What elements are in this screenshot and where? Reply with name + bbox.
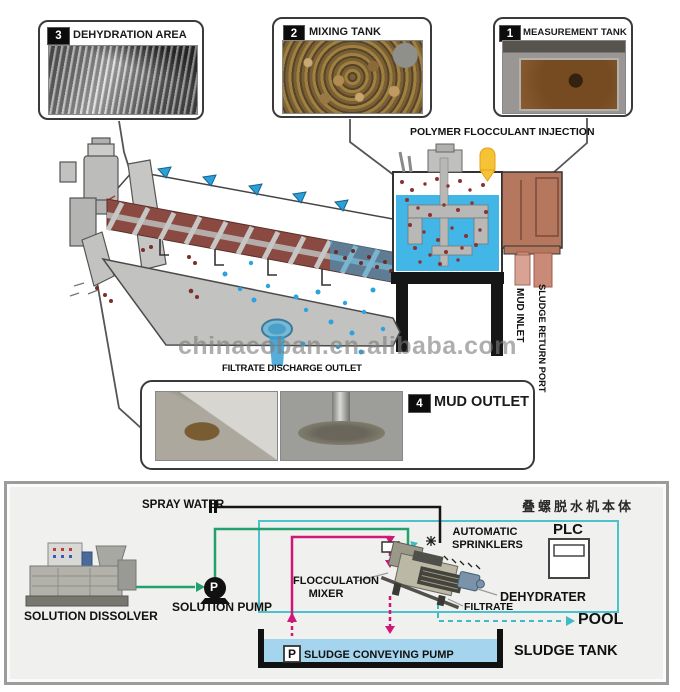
inset-card-dehydration-area: 3 DEHYDRATION AREA — [38, 20, 204, 120]
spray-water-line — [209, 500, 442, 543]
inset-badge: 3 — [47, 27, 70, 45]
inset-badge: 4 — [408, 394, 431, 413]
solution-dissolver-label: SOLUTION DISSOLVER — [24, 609, 158, 623]
mixing-tank-photo — [282, 40, 423, 114]
inset-card-mud-outlet: 4 MUD OUTLET — [140, 380, 535, 470]
machine-body-cn-label: 叠螺脱水机本体 — [522, 499, 635, 514]
inset-title: MEASUREMENT TANK — [523, 27, 627, 38]
flocculation-mixer-label: FLOCCULATION MIXER — [293, 575, 379, 600]
conveying-pump-box — [283, 645, 301, 663]
sludge-tank-label: SLUDGE TANK — [514, 643, 618, 659]
barrel-support-brackets — [159, 239, 331, 286]
mud-inlet-label: MUD INLET — [514, 288, 525, 343]
solution-pump-p: P — [210, 580, 219, 594]
measurement-tank — [501, 171, 563, 288]
dehydration-area-photo — [48, 45, 198, 115]
pool-label: POOL — [578, 611, 624, 628]
filtrate-label: FILTRATE — [464, 601, 514, 613]
measurement-tank-photo — [502, 40, 626, 114]
inset-badge: 1 — [499, 25, 521, 42]
stand-legs — [391, 272, 504, 356]
mud-inlet-pipe — [514, 254, 531, 286]
dosing-line-green — [128, 527, 410, 589]
mud-pellets — [95, 245, 199, 303]
inset-title: MUD OUTLET — [434, 394, 530, 410]
machine-boundary-box — [258, 520, 619, 613]
solution-dissolver-machine — [25, 542, 137, 607]
screw-press-barrel — [105, 198, 398, 286]
injection-arrow — [479, 147, 496, 182]
sludge-return-pipe — [533, 252, 553, 288]
inset-title: MIXING TANK — [309, 26, 381, 38]
filtrate-discharge-outlet-label: FILTRATE DISCHARGE OUTLET — [222, 363, 362, 374]
floc-particles — [400, 177, 488, 266]
inset-card-mixing-tank: 2 MIXING TANK — [272, 17, 432, 118]
sludge-tank-shape — [258, 629, 503, 668]
mud-outlet-photo-right — [280, 391, 403, 461]
mud-outlet-photo-left — [155, 391, 278, 461]
conveying-pump-p: P — [288, 647, 297, 661]
measurement-tank-liquid — [518, 58, 620, 112]
solution-pump-label: SOLUTION PUMP — [172, 600, 273, 614]
mud-pile-shape — [297, 420, 386, 446]
plc-label: PLC — [553, 521, 583, 538]
solution-pump-icon — [200, 577, 230, 604]
plc-box — [548, 538, 590, 579]
filtrate-basin — [101, 257, 401, 366]
inset-card-measurement-tank: 1 MEASUREMENT TANK — [493, 17, 633, 117]
sludge-conveying-pump-label: SLUDGE CONVEYING PUMP — [304, 649, 454, 661]
pipe-shape — [331, 392, 350, 428]
mixing-tank — [392, 143, 503, 274]
polymer-injection-label: POLYMER FLOCCULANT INJECTION — [410, 126, 595, 138]
inset-title: DEHYDRATION AREA — [73, 29, 187, 41]
pool-line-teal — [437, 604, 565, 622]
automatic-sprinklers-label: AUTOMATIC SPRINKLERS — [452, 526, 523, 551]
watermark: chinacoban.en.alibaba.com — [178, 332, 517, 360]
spray-water-label: SPRAY WATER — [142, 499, 225, 511]
sprinkler-glyphs — [426, 536, 481, 570]
sludge-return-port-label: SLUDGE RETURN PORT — [537, 284, 547, 393]
sprinkler-triangles — [157, 166, 349, 212]
dehydrater-label: DEHYDRATER — [500, 590, 586, 604]
dehydrater-machine — [380, 540, 485, 610]
water-drops — [222, 260, 386, 355]
